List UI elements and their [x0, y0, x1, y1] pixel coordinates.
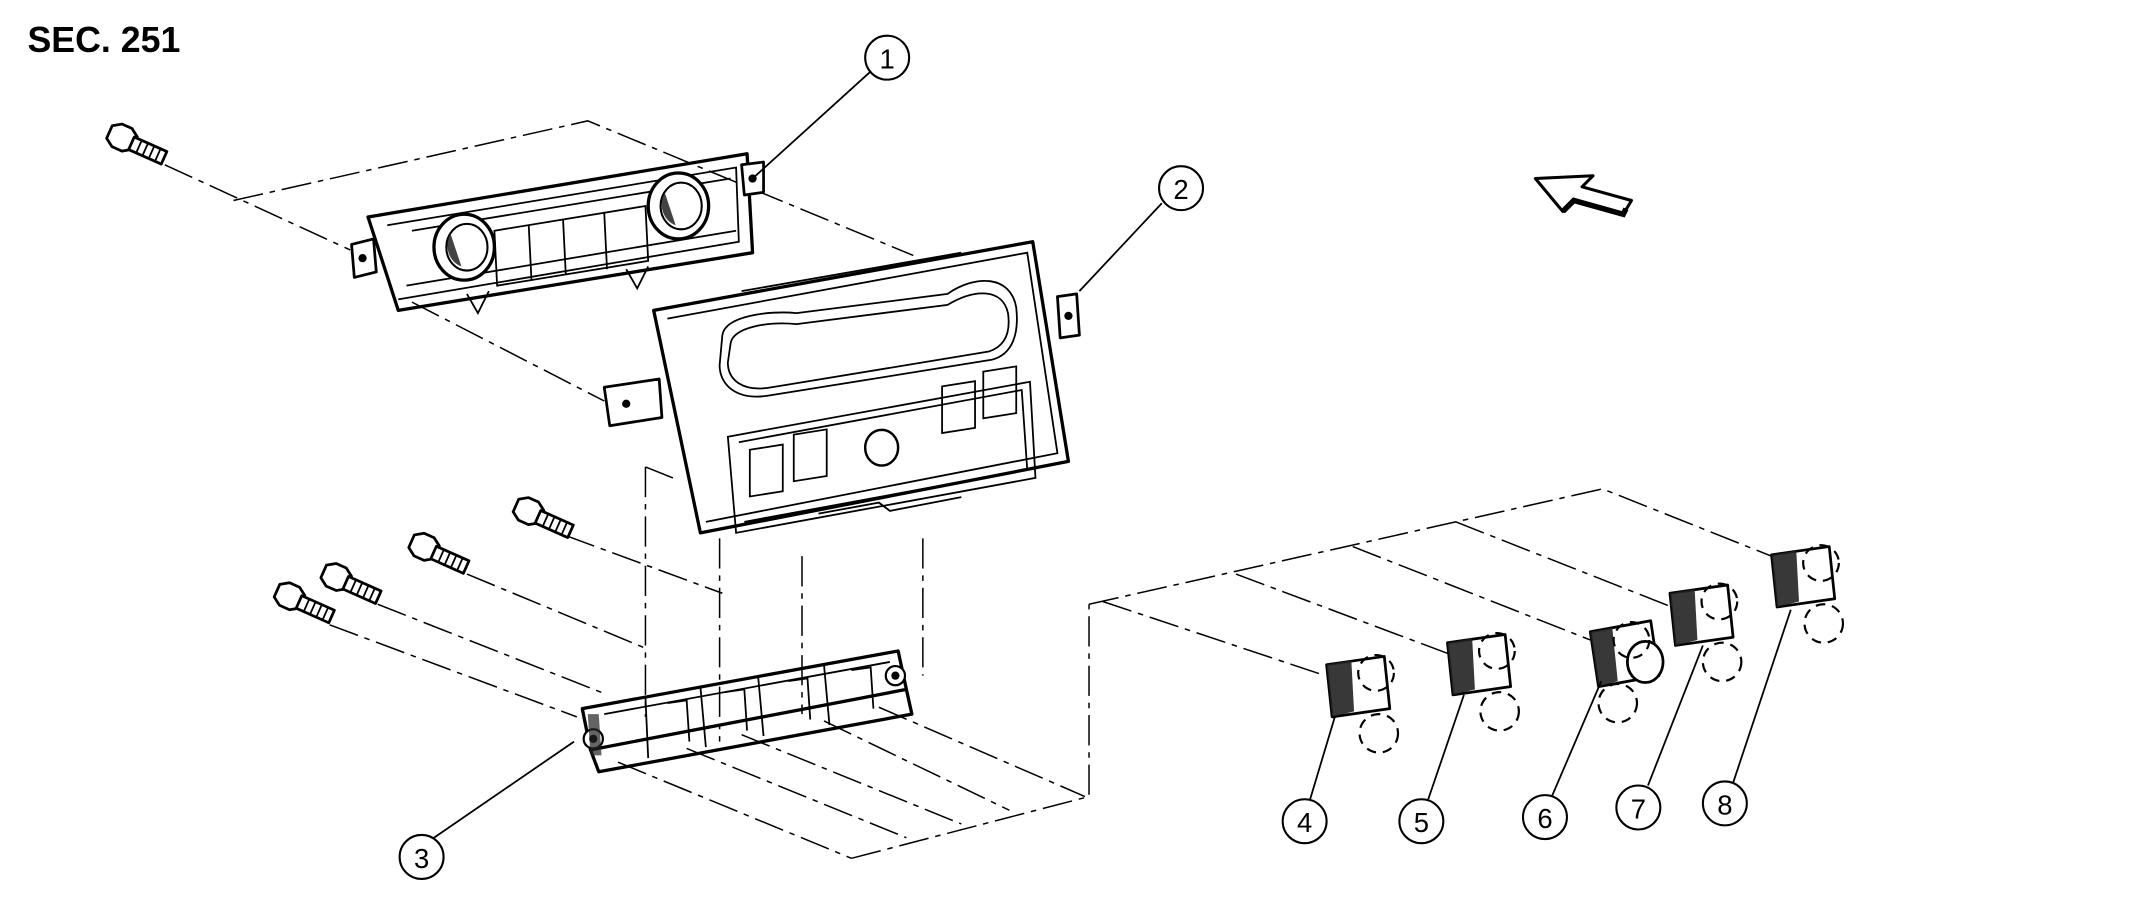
callout-3: 3 — [398, 833, 445, 880]
svg-text:2: 2 — [1173, 174, 1188, 205]
callout-2: 2 — [1158, 165, 1205, 212]
ac-control-unit — [350, 152, 765, 316]
switch-5 — [1446, 631, 1520, 732]
svg-text:8: 8 — [1717, 789, 1732, 820]
switch-bracket — [580, 649, 914, 774]
switch-8 — [1770, 544, 1845, 644]
switch-6 — [1588, 619, 1665, 724]
svg-text:3: 3 — [414, 843, 429, 874]
direction-arrow-icon — [1533, 174, 1633, 218]
cluster-lid-panel — [602, 240, 1081, 535]
phantom-lines — [164, 120, 1772, 860]
svg-text:4: 4 — [1297, 807, 1312, 838]
bolt-icon — [511, 496, 575, 539]
switch-7 — [1668, 582, 1743, 683]
section-label: SEC. 251 — [27, 19, 181, 61]
svg-text:6: 6 — [1537, 803, 1552, 834]
svg-text:5: 5 — [1414, 807, 1429, 838]
callout-4: 4 — [1281, 798, 1328, 845]
svg-text:7: 7 — [1631, 793, 1646, 824]
callout-5: 5 — [1398, 798, 1445, 845]
leader-lines — [433, 70, 1792, 839]
bolt-icon — [407, 531, 471, 575]
bolt-icon — [272, 581, 336, 625]
callout-8: 8 — [1701, 780, 1748, 827]
callout-7: 7 — [1615, 784, 1662, 831]
svg-text:1: 1 — [880, 44, 895, 75]
callout-1: 1 — [864, 34, 911, 81]
bolt-icon — [105, 122, 169, 166]
bolt-icon — [319, 562, 383, 605]
switch-4 — [1325, 653, 1400, 754]
callout-6: 6 — [1521, 794, 1568, 841]
